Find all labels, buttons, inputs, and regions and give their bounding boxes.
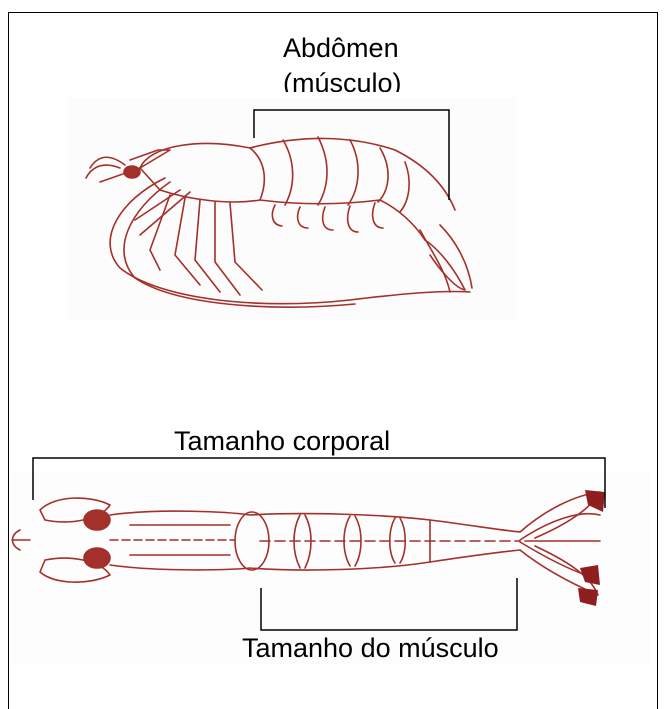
abdomen-label: Abdômen: [283, 35, 399, 62]
shrimp-eye-top-left: [84, 510, 110, 530]
shrimp-eye-side: [124, 166, 140, 178]
body-size-label: Tamanho corporal: [174, 428, 390, 455]
abdomen-muscle-label: (músculo): [283, 70, 402, 92]
shrimp-eye-top-right: [84, 548, 110, 568]
muscle-size-label: Tamanho do músculo: [242, 635, 499, 662]
